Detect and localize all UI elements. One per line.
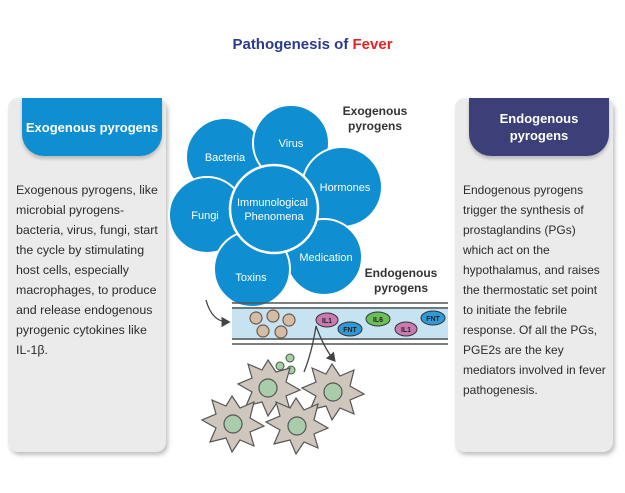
cytokine-fnt-a: FNT (337, 321, 363, 337)
cytokine-il1-b: IL1 (394, 321, 418, 337)
immunological-label: Immunological Phenomena (237, 197, 311, 223)
bacteria-label: Bacteria (205, 152, 246, 164)
exogenous-panel-heading: Exogenous pyrogens (22, 98, 162, 156)
exogenous-panel: Exogenous pyrogens Exogenous pyrogens, l… (8, 98, 166, 452)
svg-text:IL1: IL1 (322, 318, 332, 325)
cytokine-il6: IL6 (365, 311, 391, 327)
immunological-circle (228, 163, 320, 255)
virus-label: Virus (279, 138, 304, 150)
svg-text:FNT: FNT (426, 316, 440, 323)
arrow-cycle (303, 325, 336, 373)
endogenous-panel-text: Endogenous pyrogens trigger the synthesi… (463, 183, 606, 397)
svg-text:IL6: IL6 (373, 317, 383, 324)
toxins-label: Toxins (235, 272, 267, 284)
macrophage-cells (200, 358, 366, 456)
endogenous-pyrogens-label: Endogenous pyrogens (364, 266, 438, 295)
exogenous-pyrogens-label: Exogenous pyrogens (342, 104, 408, 133)
cytokine-il1-a: IL1 (315, 312, 339, 328)
cytokine-fnt-b: FNT (420, 310, 446, 326)
svg-text:IL1: IL1 (401, 327, 411, 334)
page-title: Pathogenesis of Fever (232, 36, 393, 53)
endogenous-panel-heading: Endogenous pyrogens (469, 98, 609, 156)
hormones-label: Hormones (320, 182, 371, 194)
exogenous-panel-text: Exogenous pyrogens, like microbial pyrog… (16, 183, 158, 357)
svg-text:FNT: FNT (343, 327, 357, 334)
arrow-into-vessel (205, 299, 231, 328)
vessel-cells (249, 309, 296, 339)
fungi-label: Fungi (191, 210, 219, 222)
endogenous-panel: Endogenous pyrogens Endogenous pyrogens … (455, 98, 613, 452)
medication-label: Medication (299, 252, 352, 264)
